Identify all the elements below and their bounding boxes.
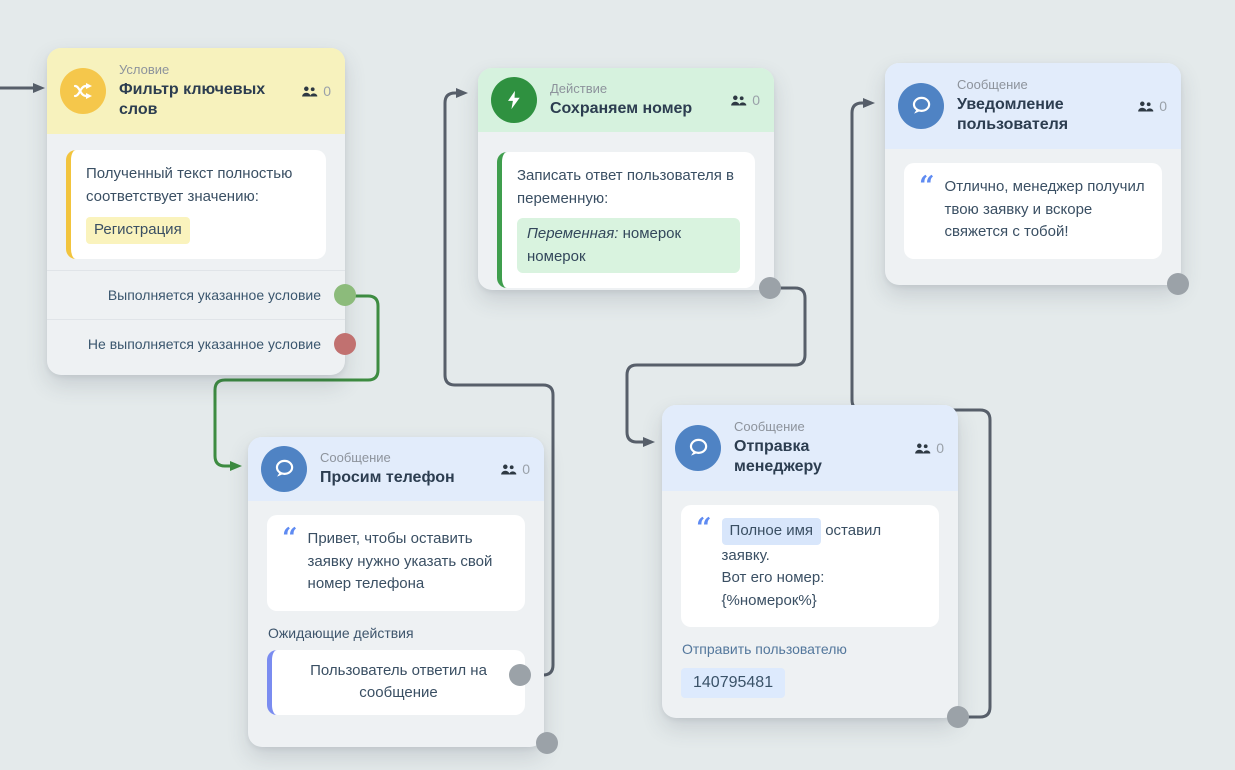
output-port[interactable]: [947, 706, 969, 728]
users-icon: [914, 442, 931, 455]
message-card[interactable]: “ Привет, чтобы оставить заявку нужно ук…: [267, 515, 525, 611]
variable-name-chip: Полное имя: [722, 518, 822, 545]
message-text: Отлично, менеджер получил твою заявку и …: [945, 176, 1147, 244]
node-title: Сохраняем номер: [550, 99, 692, 119]
node-type-label: Сообщение: [957, 77, 1109, 92]
action-card[interactable]: Записать ответ пользователя в переменную…: [497, 152, 755, 288]
message-line-1: Полное имя оставил заявку.: [722, 518, 924, 567]
users-count: 0: [522, 461, 530, 477]
users-icon: [301, 85, 318, 98]
chat-bubble-icon: [675, 425, 721, 471]
output-row-fail[interactable]: Не выполняется указанное условие: [47, 319, 345, 368]
output-success-label: Выполняется указанное условие: [108, 287, 321, 303]
node-header[interactable]: Сообщение Уведомление пользователя 0: [885, 63, 1181, 149]
message-line-3: {%номерок%}: [722, 590, 924, 613]
waiting-action-port[interactable]: [509, 664, 531, 686]
keyword-chip: Регистрация: [86, 217, 190, 244]
variable-box: Переменная: номерок номерок: [517, 218, 740, 273]
message-card[interactable]: “ Полное имя оставил заявку. Вот его ном…: [681, 505, 939, 627]
node-type-label: Сообщение: [734, 419, 886, 434]
users-icon: [500, 463, 517, 476]
node-message-notify-user[interactable]: Сообщение Уведомление пользователя 0 “ О…: [885, 63, 1181, 285]
node-header[interactable]: Сообщение Отправка менеджеру 0: [662, 405, 958, 491]
node-header[interactable]: Действие Сохраняем номер 0: [478, 68, 774, 132]
node-header[interactable]: Сообщение Просим телефон 0: [248, 437, 544, 501]
node-type-label: Условие: [119, 62, 271, 77]
users-count-badge: 0: [500, 461, 530, 477]
output-port[interactable]: [1167, 273, 1189, 295]
output-port[interactable]: [759, 277, 781, 299]
message-text: Привет, чтобы оставить заявку нужно указ…: [308, 528, 510, 596]
output-row-success[interactable]: Выполняется указанное условие: [47, 270, 345, 319]
message-line-2: Вот его номер:: [722, 567, 924, 590]
lightning-icon: [491, 77, 537, 123]
node-header[interactable]: Условие Фильтр ключевых слов 0: [47, 48, 345, 134]
node-title: Фильтр ключевых слов: [119, 80, 271, 120]
node-title: Уведомление пользователя: [957, 95, 1109, 135]
output-fail-label: Не выполняется указанное условие: [88, 336, 321, 352]
recipient-label: Отправить пользователю: [682, 641, 938, 657]
recipient-id-chip: 140795481: [681, 668, 785, 698]
node-title: Просим телефон: [320, 468, 455, 488]
users-count-badge: 0: [730, 92, 760, 108]
node-type-label: Действие: [550, 81, 692, 96]
users-count: 0: [1159, 98, 1167, 114]
node-message-send-manager[interactable]: Сообщение Отправка менеджеру 0 “ Полное …: [662, 405, 958, 718]
shuffle-icon: [60, 68, 106, 114]
node-message-ask-phone[interactable]: Сообщение Просим телефон 0 “ Привет, что…: [248, 437, 544, 747]
node-type-label: Сообщение: [320, 450, 455, 465]
message-card[interactable]: “ Отлично, менеджер получил твою заявку …: [904, 163, 1162, 259]
users-count-badge: 0: [914, 440, 944, 456]
quote-icon: “: [919, 176, 935, 244]
users-icon: [1137, 100, 1154, 113]
users-count-badge: 0: [301, 83, 331, 99]
condition-text: Полученный текст полностью соответствует…: [86, 163, 311, 208]
output-port-success[interactable]: [334, 284, 356, 306]
users-count: 0: [752, 92, 760, 108]
users-count: 0: [323, 83, 331, 99]
users-count-badge: 0: [1137, 98, 1167, 114]
waiting-actions-label: Ожидающие действия: [268, 625, 524, 641]
quote-icon: “: [696, 518, 712, 612]
node-title: Отправка менеджеру: [734, 437, 886, 477]
action-text: Записать ответ пользователя в переменную…: [517, 165, 740, 210]
node-condition-filter[interactable]: Условие Фильтр ключевых слов 0 Полученны…: [47, 48, 345, 375]
users-count: 0: [936, 440, 944, 456]
variable-label: Переменная:: [527, 225, 618, 242]
chat-bubble-icon: [261, 446, 307, 492]
waiting-action-card[interactable]: Пользователь ответил на сообщение: [267, 650, 525, 715]
condition-card[interactable]: Полученный текст полностью соответствует…: [66, 150, 326, 259]
waiting-action-text: Пользователь ответил на сообщение: [310, 662, 487, 702]
chat-bubble-icon: [898, 83, 944, 129]
node-action-save-number[interactable]: Действие Сохраняем номер 0 Записать отве…: [478, 68, 774, 290]
users-icon: [730, 94, 747, 107]
output-port[interactable]: [536, 732, 558, 754]
output-port-fail[interactable]: [334, 333, 356, 355]
quote-icon: “: [282, 528, 298, 596]
